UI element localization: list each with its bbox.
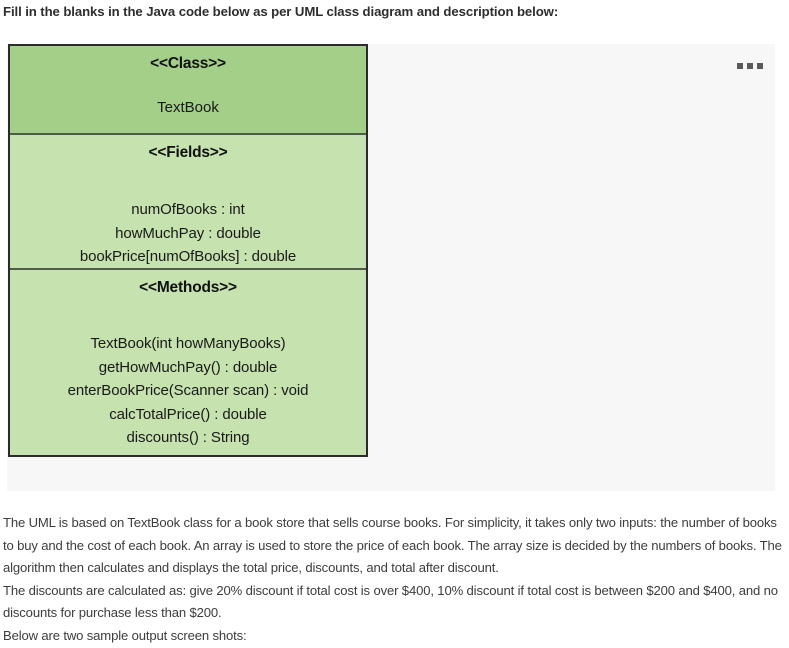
description-paragraph-3: Below are two sample output screen shots… (3, 627, 247, 643)
page-title: Fill in the blanks in the Java code belo… (3, 4, 559, 19)
uml-class-stereotype: <<Class>> (150, 55, 226, 72)
uml-methods-list: TextBook(int howManyBooks) getHowMuchPay… (10, 332, 366, 450)
description-paragraph-1: The UML is based on TextBook class for a… (3, 515, 782, 576)
kebab-dot-2 (747, 63, 753, 69)
uml-fields-section: <<Fields>> numOfBooks : int howMuchPay :… (10, 135, 366, 270)
uml-method-item: getHowMuchPay() : double (98, 358, 278, 376)
description-block: The UML is based on TextBook class for a… (3, 512, 785, 648)
kebab-dot-3 (757, 63, 763, 69)
uml-field-item: howMuchPay : double (115, 224, 261, 242)
uml-fields-list: numOfBooks : int howMuchPay : double boo… (10, 198, 366, 269)
kebab-dot-1 (737, 63, 743, 69)
uml-class-box: <<Class>> TextBook <<Fields>> numOfBooks… (8, 44, 368, 457)
uml-method-item: TextBook(int howManyBooks) (90, 335, 286, 352)
uml-method-item: calcTotalPrice() : double (109, 405, 267, 423)
uml-field-item: bookPrice[numOfBooks] : double (79, 248, 297, 265)
uml-methods-stereotype: <<Methods>> (139, 279, 237, 296)
kebab-menu-icon[interactable] (737, 61, 763, 71)
uml-method-item: discounts() : String (126, 429, 250, 446)
uml-class-name: TextBook (157, 99, 219, 116)
uml-class-header-section: <<Class>> TextBook (10, 46, 366, 135)
description-paragraph-2: The discounts are calculated as: give 20… (3, 582, 778, 621)
uml-methods-section: <<Methods>> TextBook(int howManyBooks) g… (10, 270, 366, 455)
uml-diagram-panel: <<Class>> TextBook <<Fields>> numOfBooks… (7, 44, 775, 491)
uml-field-item: numOfBooks : int (131, 201, 245, 218)
uml-method-item: enterBookPrice(Scanner scan) : void (67, 382, 309, 399)
uml-fields-stereotype: <<Fields>> (148, 144, 228, 161)
